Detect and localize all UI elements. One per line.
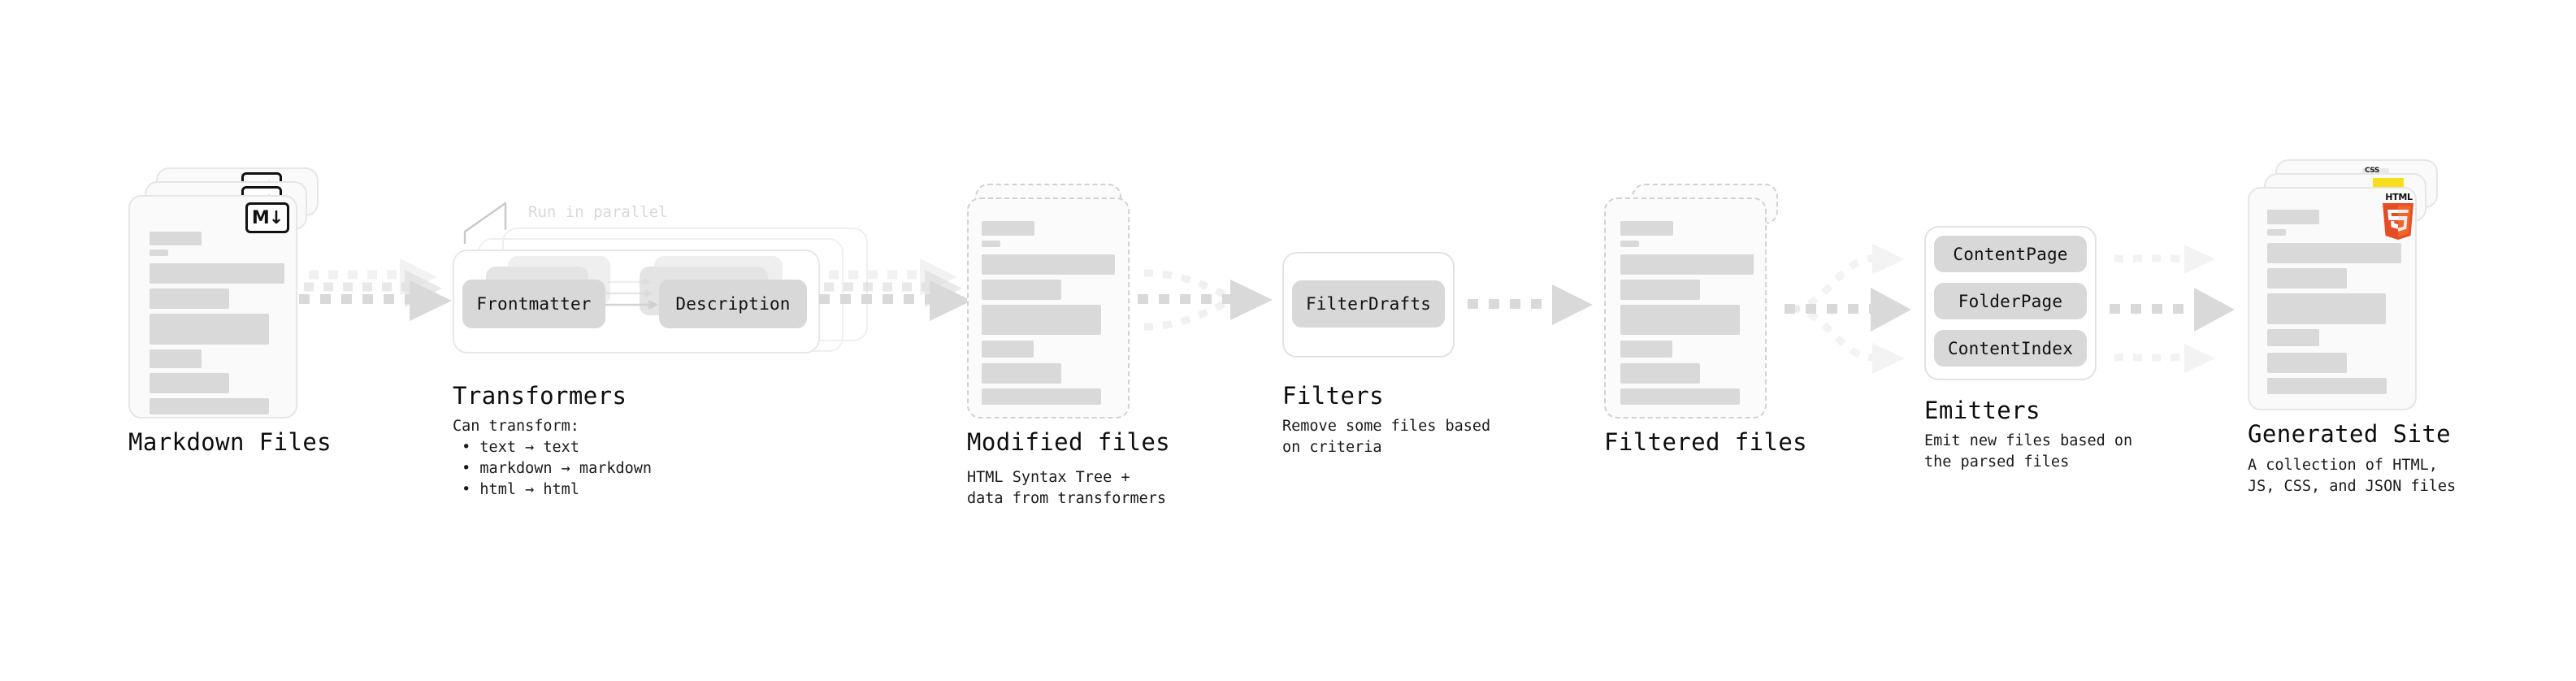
arrow-transformers-to-modified — [819, 258, 972, 321]
arrow-filtered-to-emitters — [1785, 244, 1911, 374]
chip-filterdrafts[interactable]: FilterDrafts — [1292, 280, 1445, 327]
transformers-title: Transformers — [453, 382, 627, 410]
chip-contentpage[interactable]: ContentPage — [1934, 236, 2087, 272]
arrow-modified-to-filters — [1138, 269, 1273, 331]
generated-site-subtitle: A collection of HTML, JS, CSS, and JSON … — [2248, 457, 2457, 495]
modified-files-title: Modified files — [967, 428, 1171, 456]
filters-title: Filters — [1282, 382, 1385, 410]
filters-subtitle: Remove some files based on criteria — [1282, 418, 1491, 456]
html5-logo-text: HTML — [2385, 192, 2413, 202]
generated-site-title: Generated Site — [2248, 420, 2452, 448]
markdown-files-title: Markdown Files — [128, 428, 332, 456]
html5-logo-icon: HTML — [2374, 192, 2422, 242]
chip-contentindex[interactable]: ContentIndex — [1934, 330, 2087, 367]
emitters-title: Emitters — [1924, 397, 2040, 424]
chip-description[interactable]: Description — [659, 280, 807, 328]
transformer-inner-arrows — [605, 278, 658, 310]
emitters-subtitle: Emit new files based on the parsed files — [1924, 432, 2133, 471]
css-logo-text: CSS — [2365, 167, 2379, 175]
arrow-filters-to-filtered — [1468, 284, 1593, 325]
chip-folderpage[interactable]: FolderPage — [1934, 283, 2087, 319]
run-in-parallel-label: Run in parallel — [528, 203, 668, 221]
modified-files-subtitle: HTML Syntax Tree + data from transformer… — [967, 469, 1167, 507]
transformers-subtitle: Can transform: • text → text • markdown … — [453, 418, 653, 498]
run-in-parallel-bracket — [463, 202, 507, 245]
arrow-emitters-to-site — [2110, 245, 2235, 373]
arrow-markdown-to-transformers — [299, 258, 452, 321]
filtered-files-title: Filtered files — [1604, 428, 1808, 456]
markdown-logo-icon: M↓ — [245, 202, 289, 233]
chip-frontmatter[interactable]: Frontmatter — [462, 280, 605, 328]
